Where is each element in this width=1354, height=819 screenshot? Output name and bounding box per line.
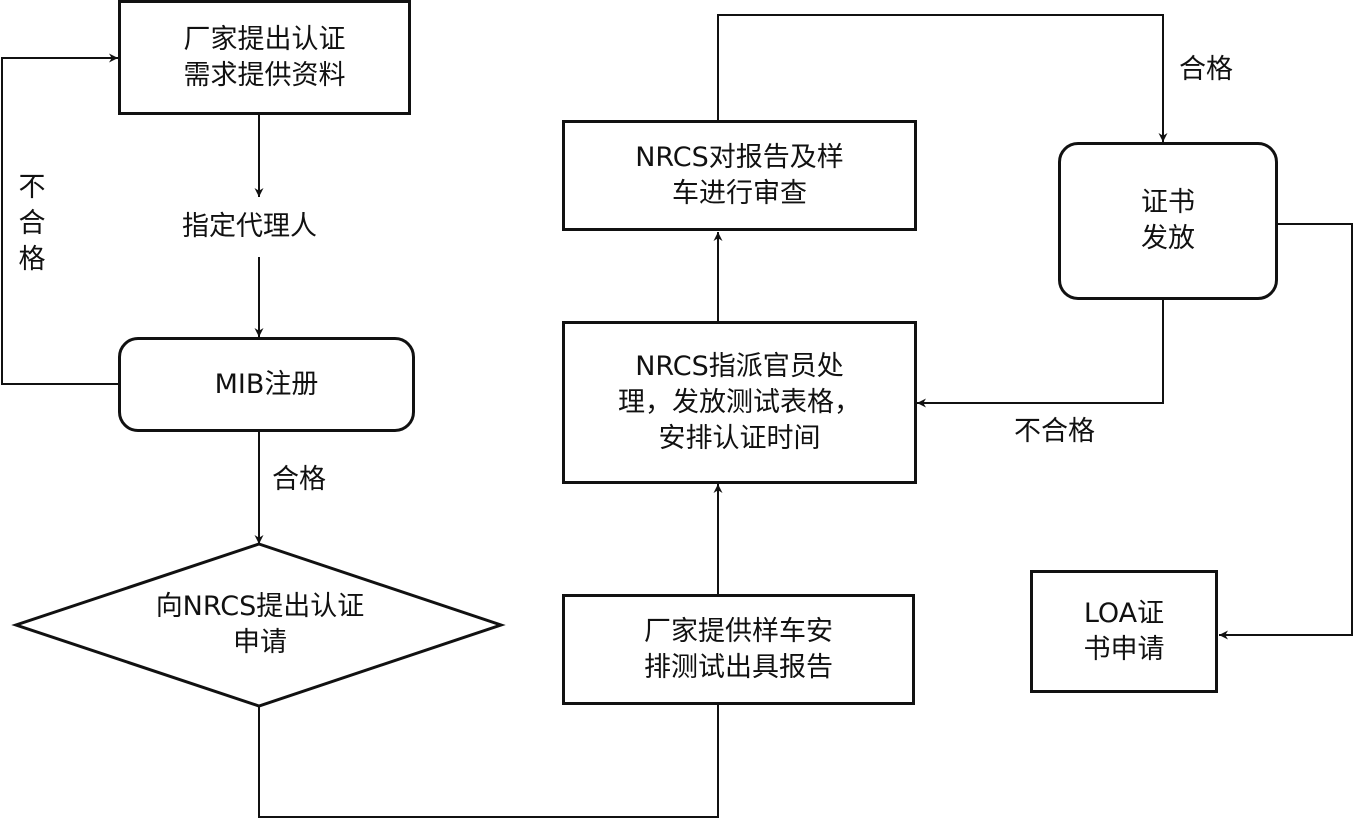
node-manufacturer-request: 厂家提出认证 需求提供资料 [118,0,411,115]
node-nrcs-assign-line-1: NRCS指派官员处 [635,350,844,382]
label-reject-certificate: 不合格 [1014,416,1095,447]
node-nrcs-application: 向NRCS提出认证 申请 [110,589,410,661]
node-loa-application-line-2: 书申请 [1083,633,1165,665]
node-nrcs-assign: NRCS指派官员处 理，发放测试表格， 安排认证时间 [562,321,917,484]
edge-review-to-certificate [717,14,1168,142]
edge-certificate-reject [917,300,1164,408]
label-reject-left: 不 合 格 [14,170,50,278]
node-loa-application: LOA证 书申请 [1030,570,1218,693]
node-manufacturer-request-line-1: 厂家提出认证 [183,23,346,55]
label-reject-left-char-3: 格 [18,244,46,275]
label-pass-review: 合格 [1179,54,1233,85]
node-sample-test-report-line-2: 排测试出具报告 [644,651,833,683]
node-certificate-issue-line-1: 证书 [1141,187,1195,218]
node-loa-application-line-1: LOA证 [1083,597,1165,629]
node-certificate-issue: 证书 发放 [1058,142,1278,300]
node-nrcs-review-line-1: NRCS对报告及样 [635,141,844,173]
edge-certificate-to-loa [1219,223,1353,640]
node-manufacturer-request-line-2: 需求提供资料 [183,59,346,91]
node-nrcs-assign-line-3: 安排认证时间 [658,422,821,454]
node-nrcs-assign-line-2: 理，发放测试表格， [618,386,861,418]
node-certificate-issue-line-2: 发放 [1141,223,1195,254]
label-pass-mib: 合格 [272,464,326,495]
label-reject-left-char-2: 合 [18,208,46,239]
edge-application-to-sample [258,595,723,818]
node-sample-test-report-line-1: 厂家提供样车安 [644,615,833,647]
node-sample-test-report: 厂家提供样车安 排测试出具报告 [562,594,915,705]
label-assign-agent: 指定代理人 [182,211,317,242]
node-nrcs-review-line-2: 车进行审查 [671,177,807,209]
application-diamond-shape [11,542,506,708]
node-nrcs-application-line-1: 向NRCS提出认证 [155,591,365,622]
node-nrcs-review: NRCS对报告及样 车进行审查 [562,120,917,231]
node-mib-register: MIB注册 [118,337,415,432]
node-mib-register-line-1: MIB注册 [214,368,319,400]
edge-mib-reject-loop [1,53,118,385]
node-nrcs-application-line-2: 申请 [233,627,287,658]
label-reject-left-char-1: 不 [18,172,46,203]
